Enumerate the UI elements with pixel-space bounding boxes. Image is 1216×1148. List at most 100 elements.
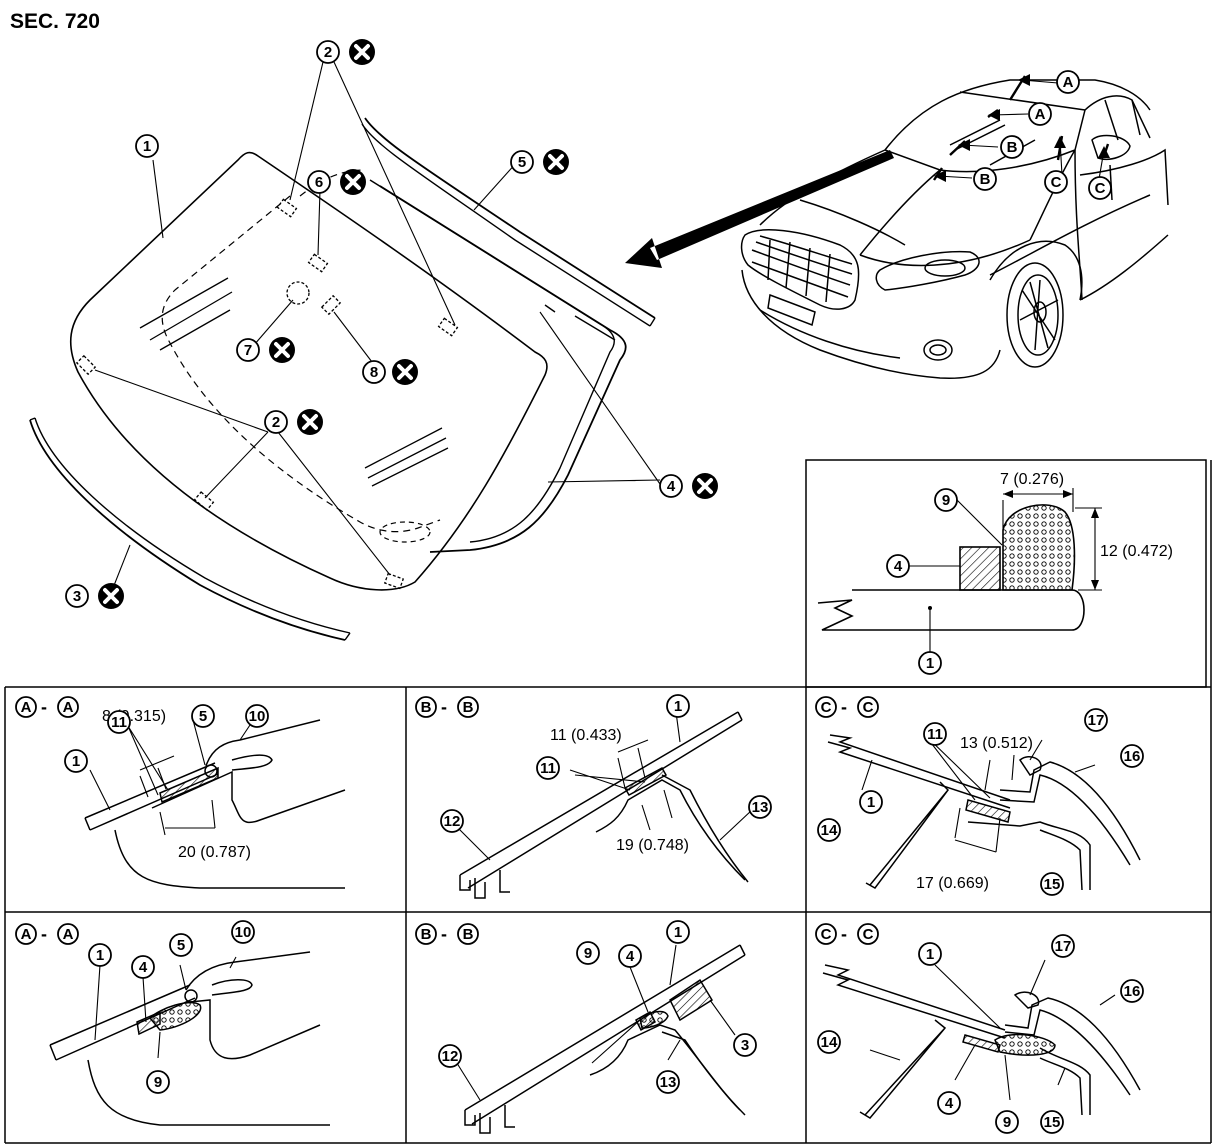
svg-text:11: 11 <box>927 726 943 743</box>
svg-text:5: 5 <box>199 708 207 725</box>
clips <box>75 198 459 590</box>
svg-text:11: 11 <box>111 714 127 731</box>
lower-molding <box>29 419 346 641</box>
svg-text:10: 10 <box>249 708 266 725</box>
replace-icon <box>338 167 368 197</box>
svg-text:12: 12 <box>442 1048 459 1065</box>
dim-bb-11: 11 (0.433) <box>550 727 622 744</box>
svg-text:14: 14 <box>821 822 838 839</box>
dim-cc-17: 17 (0.669) <box>916 875 989 892</box>
dim-bb-19: 19 (0.748) <box>616 837 689 854</box>
bead-detail-box: 7 (0.276) 12 (0.472) 9 4 1 <box>805 459 1207 688</box>
svg-text:-: - <box>41 697 47 717</box>
dim-bead-width: 7 (0.276) <box>1000 471 1064 488</box>
callout-9: 9 <box>942 492 950 509</box>
letter-callout-b: B <box>980 171 991 188</box>
upper-molding <box>364 117 656 319</box>
replace-icon <box>267 335 297 365</box>
svg-text:3: 3 <box>741 1037 749 1054</box>
section-bb-upper: B - B 11 (0.433) 19 (0.748) 1 11 12 13 <box>415 694 772 899</box>
section-cc-upper: C - C 13 (0.512) 17 (0.669) 1 11 14 15 1… <box>815 696 1144 896</box>
svg-text:14: 14 <box>821 1034 838 1051</box>
section-bb-lower: B - B 9 4 1 3 12 13 <box>415 920 757 1134</box>
svg-text:9: 9 <box>1003 1114 1011 1131</box>
callout-1: 1 <box>143 138 151 155</box>
svg-text:4: 4 <box>626 948 635 965</box>
svg-text:17: 17 <box>1055 938 1072 955</box>
svg-text:16: 16 <box>1124 748 1141 765</box>
dim-bead-height: 12 (0.472) <box>1100 543 1173 560</box>
svg-text:12: 12 <box>444 813 461 830</box>
svg-text:C: C <box>863 699 874 716</box>
svg-text:1: 1 <box>674 924 682 941</box>
svg-text:-: - <box>41 924 47 944</box>
dim-cc-13: 13 (0.512) <box>960 735 1033 752</box>
dam-rubber <box>379 185 627 553</box>
ceramic-band <box>161 195 441 533</box>
svg-text:10: 10 <box>235 924 252 941</box>
svg-text:1: 1 <box>96 947 104 964</box>
svg-text:1: 1 <box>72 753 80 770</box>
callout-1: 1 <box>926 655 934 672</box>
callout-4: 4 <box>894 558 903 575</box>
svg-text:C: C <box>821 926 832 943</box>
svg-text:13: 13 <box>660 1074 677 1091</box>
section-cc-lower: C - C 1 4 9 14 15 16 17 <box>815 923 1144 1134</box>
svg-text:B: B <box>421 699 432 716</box>
dim-aa-20: 20 (0.787) <box>178 844 251 861</box>
svg-text:15: 15 <box>1044 876 1061 893</box>
svg-text:C: C <box>821 699 832 716</box>
callout-7: 7 <box>244 342 252 359</box>
car-letter-callouts: A A B B C C <box>973 70 1112 200</box>
letter-callout-c: C <box>1095 180 1106 197</box>
letter-callout-a: A <box>1063 74 1074 91</box>
svg-text:9: 9 <box>154 1074 162 1091</box>
svg-text:B: B <box>421 926 432 943</box>
callout-3: 3 <box>73 588 81 605</box>
replace-icon <box>390 357 420 387</box>
callout-8: 8 <box>370 364 378 381</box>
svg-text:4: 4 <box>945 1095 954 1112</box>
replace-icon <box>347 37 377 67</box>
svg-text:B: B <box>463 699 474 716</box>
svg-text:13: 13 <box>752 799 769 816</box>
svg-text:17: 17 <box>1088 712 1105 729</box>
letter-callout-a: A <box>1035 106 1046 123</box>
callout-2-top: 2 <box>324 44 332 61</box>
leader-lines <box>94 61 661 589</box>
replace-icon <box>541 147 571 177</box>
svg-text:1: 1 <box>867 794 875 811</box>
letter-callout-c: C <box>1051 174 1062 191</box>
callout-4: 4 <box>667 478 676 495</box>
svg-text:A: A <box>63 699 74 716</box>
replace-icon <box>96 581 126 611</box>
svg-text:-: - <box>841 924 847 944</box>
callout-5: 5 <box>518 154 526 171</box>
svg-text:-: - <box>441 697 447 717</box>
svg-text:A: A <box>21 926 32 943</box>
svg-text:1: 1 <box>926 946 934 963</box>
section-label: SEC. 720 <box>10 10 100 33</box>
svg-text:15: 15 <box>1044 1114 1061 1131</box>
main-exploded-view <box>29 61 661 641</box>
svg-text:16: 16 <box>1124 983 1141 1000</box>
svg-text:5: 5 <box>177 937 185 954</box>
svg-text:11: 11 <box>540 760 556 777</box>
svg-text:4: 4 <box>139 959 148 976</box>
svg-text:A: A <box>21 699 32 716</box>
svg-text:1: 1 <box>674 698 682 715</box>
svg-text:-: - <box>841 697 847 717</box>
windshield-glass <box>69 151 548 591</box>
car-illustration <box>625 74 1169 379</box>
section-aa-upper: A - A 8 (0.315) 20 (0.787) 1 11 5 10 <box>15 696 346 889</box>
svg-text:A: A <box>63 926 74 943</box>
svg-text:B: B <box>463 926 474 943</box>
svg-text:C: C <box>863 926 874 943</box>
section-aa-lower: A - A 1 4 5 9 10 <box>15 920 330 1126</box>
callout-2-bottom: 2 <box>272 414 280 431</box>
callout-6: 6 <box>315 174 323 191</box>
svg-text:-: - <box>441 924 447 944</box>
replace-icon <box>690 471 720 501</box>
section-grid <box>4 460 1212 1144</box>
